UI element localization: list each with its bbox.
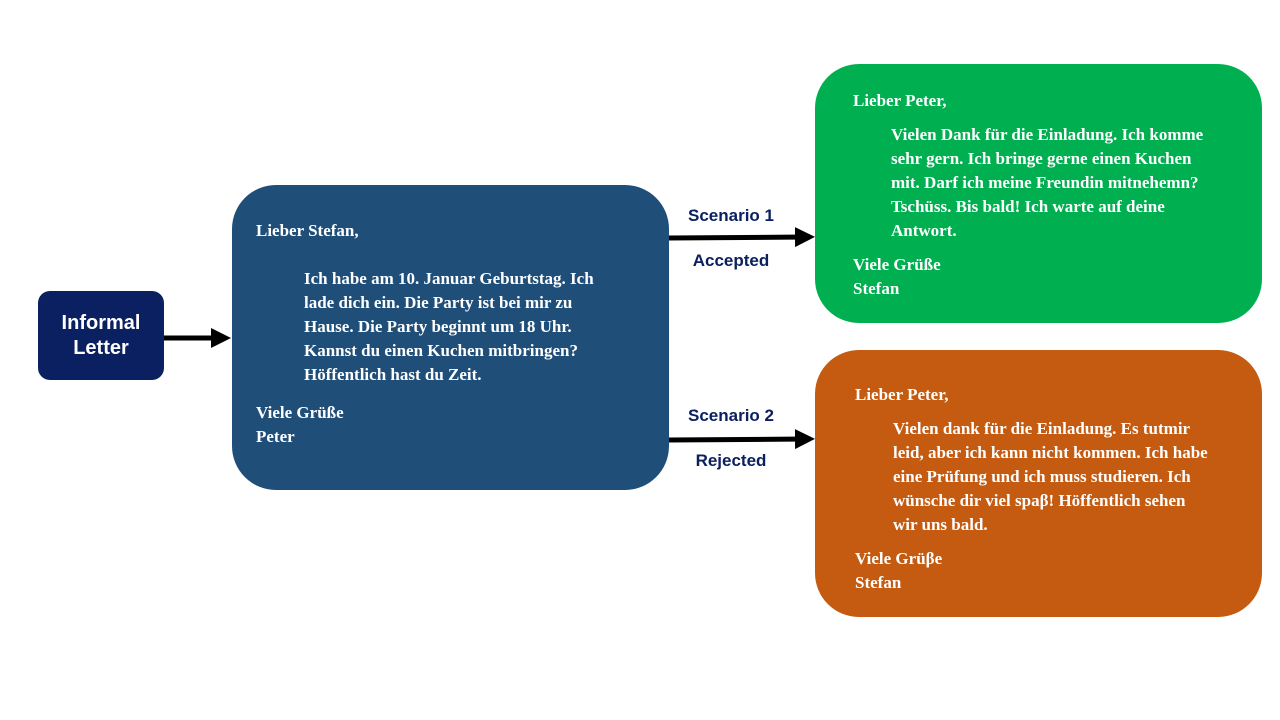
rejected-body-line: leid, aber ich kann nicht kommen. Ich ha…: [893, 443, 1208, 462]
rejected-closing-block: Viele Grüβe Stefan: [855, 547, 1242, 595]
accepted-reply-node: Lieber Peter, Vielen Dank für die Einlad…: [815, 64, 1262, 323]
rejected-reply-node: Lieber Peter, Vielen dank für die Einlad…: [815, 350, 1262, 617]
arrow-to-accepted: [668, 227, 815, 248]
rejected-body-line: wir uns bald.: [893, 515, 988, 534]
scenario-1-title: Scenario 1: [688, 206, 774, 225]
invitation-body-line: Kannst du einen Kuchen mitbringen?: [304, 341, 578, 360]
invitation-body-line: lade dich ein. Die Party ist bei mir zu: [304, 293, 573, 312]
accepted-body-line: Tschüss. Bis bald! Ich warte auf deine: [891, 197, 1165, 216]
invitation-greeting: Lieber Stefan,: [256, 221, 359, 240]
accepted-greeting: Lieber Peter,: [853, 91, 947, 110]
rejected-closing: Viele Grüβe: [855, 549, 943, 568]
accepted-closing: Viele Grüße: [853, 255, 941, 274]
start-line-1: Informal: [61, 311, 141, 334]
accepted-body-line: Vielen Dank für die Einladung. Ich komme: [891, 125, 1204, 144]
accepted-body-line: mit. Darf ich meine Freundin mitnehemn?: [891, 173, 1199, 192]
accepted-body: Vielen Dank für die Einladung. Ich komme…: [891, 123, 1236, 243]
invitation-closing-block: Viele Grüße Peter: [256, 401, 645, 449]
accepted-body-line: sehr gern. Ich bringe gerne einen Kuchen: [891, 149, 1192, 168]
invitation-body: Ich habe am 10. Januar Geburtstag. Ich l…: [304, 267, 634, 387]
accepted-closing-block: Viele Grüße Stefan: [853, 253, 1242, 301]
rejected-signature: Stefan: [855, 573, 902, 592]
invitation-body-line: Ich habe am 10. Januar Geburtstag. Ich: [304, 269, 594, 288]
rejected-body-line: eine Prüfung und ich muss studieren. Ich: [893, 467, 1191, 486]
invitation-letter-node: Lieber Stefan, Ich habe am 10. Januar Ge…: [232, 185, 669, 490]
scenario-2-title: Scenario 2: [688, 406, 774, 425]
scenario-2-outcome: Rejected: [695, 451, 767, 470]
invitation-closing: Viele Grüße: [256, 403, 344, 422]
informal-letter-node: Informal Letter: [38, 291, 164, 380]
rejected-body: Vielen dank für die Einladung. Es tutmir…: [893, 417, 1248, 537]
rejected-body-line: Vielen dank für die Einladung. Es tutmir: [893, 419, 1191, 438]
invitation-body-line: Hause. Die Party beginnt um 18 Uhr.: [304, 317, 572, 336]
invitation-signature: Peter: [256, 427, 295, 446]
scenario-1-outcome: Accepted: [692, 251, 770, 270]
accepted-signature: Stefan: [853, 279, 900, 298]
invitation-body-line: Höffentlich hast du Zeit.: [304, 365, 482, 384]
rejected-body-line: wünsche dir viel spaβ! Höffentlich sehen: [893, 491, 1186, 510]
start-line-2: Letter: [73, 336, 129, 359]
rejected-greeting: Lieber Peter,: [855, 385, 949, 404]
arrow-to-rejected: [668, 429, 815, 450]
accepted-body-line: Antwort.: [891, 221, 957, 240]
